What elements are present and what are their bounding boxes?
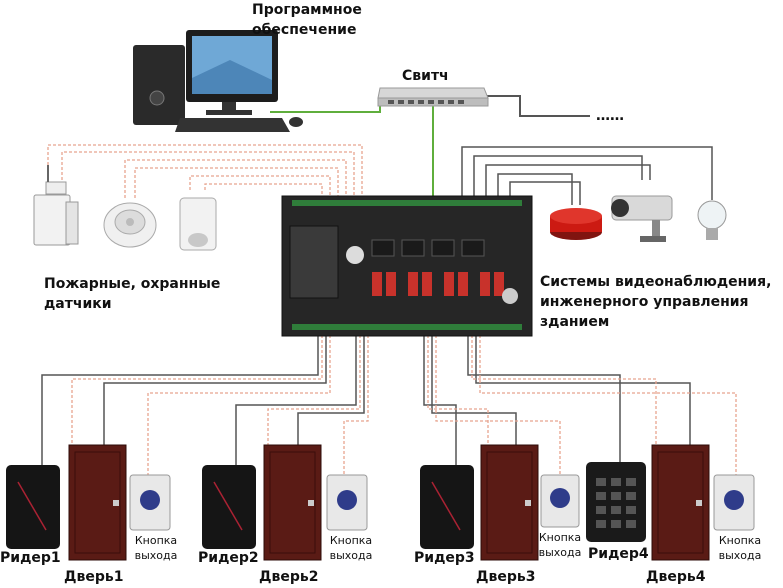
exit-button-2-label-line1: Кнопка <box>329 534 373 547</box>
sensors-label: Пожарные, охранные датчики <box>44 274 220 314</box>
reader-4-label: Ридер4 <box>588 546 649 562</box>
systems-label: Системы видеонаблюдения, инженерного упр… <box>540 272 771 332</box>
reader-2-label: Ридер2 <box>198 550 259 566</box>
door-1-icon <box>68 444 127 561</box>
systems-label-line1: Системы видеонаблюдения, <box>540 274 772 290</box>
exit-button-1-icon <box>129 474 171 531</box>
motion-detector-icon <box>179 197 217 251</box>
sensors-label-line1: Пожарные, охранные <box>44 276 221 292</box>
exit-button-2-icon <box>326 474 368 531</box>
reader-3-label: Ридер3 <box>414 550 475 566</box>
computer-icon <box>133 30 303 132</box>
reader-2-icon <box>202 465 256 549</box>
exit-button-4-label: Кнопка выхода <box>712 533 768 563</box>
magnetic-contact-sensor-icon <box>33 165 79 246</box>
door-2-icon <box>263 444 322 561</box>
door-3-label: Дверь3 <box>476 569 536 585</box>
switch-icon <box>377 87 489 107</box>
door-dashed-wires <box>71 335 737 475</box>
exit-button-2-label: Кнопка выхода <box>323 533 379 563</box>
door-4-icon <box>651 444 710 561</box>
exit-button-4-label-line1: Кнопка <box>718 534 762 547</box>
systems-label-line3: зданием <box>540 314 610 330</box>
exit-button-1-label-line2: выхода <box>134 549 178 562</box>
switch-label: Свитч <box>402 68 449 84</box>
door-1-label: Дверь1 <box>64 569 124 585</box>
network-expansion-line <box>485 95 590 117</box>
door-2-label: Дверь2 <box>259 569 319 585</box>
siren-icon <box>550 208 602 240</box>
door-3-icon <box>480 444 539 561</box>
systems-label-line2: инженерного управления <box>540 294 749 310</box>
expansion-dots: …… <box>596 108 624 124</box>
light-bulb-icon <box>697 200 727 240</box>
software-label-line1: Программное <box>252 2 362 18</box>
exit-button-4-icon <box>713 474 755 531</box>
door-wires <box>41 335 691 465</box>
exit-button-1-label: Кнопка выхода <box>128 533 184 563</box>
exit-button-3-label-line1: Кнопка <box>538 531 582 544</box>
controller-board <box>281 195 533 337</box>
software-label: Программное обеспечение <box>252 0 362 40</box>
exit-button-3-label-line2: выхода <box>538 546 582 559</box>
sensors-label-line2: датчики <box>44 296 112 312</box>
exit-button-3-label: Кнопка выхода <box>532 530 588 560</box>
reader-1-label: Ридер1 <box>0 550 61 566</box>
smoke-detector-icon <box>103 202 157 248</box>
reader-1-icon <box>6 465 60 549</box>
exit-button-3-icon <box>540 474 580 528</box>
reader-4-keypad-icon <box>586 462 646 542</box>
reader-3-icon <box>420 465 474 549</box>
software-label-line2: обеспечение <box>252 22 357 38</box>
door-4-label: Дверь4 <box>646 569 706 585</box>
exit-button-2-label-line2: выхода <box>329 549 373 562</box>
surveillance-camera-icon <box>611 195 673 242</box>
control-wires <box>461 146 713 205</box>
exit-button-1-label-line1: Кнопка <box>134 534 178 547</box>
exit-button-4-label-line2: выхода <box>718 549 762 562</box>
